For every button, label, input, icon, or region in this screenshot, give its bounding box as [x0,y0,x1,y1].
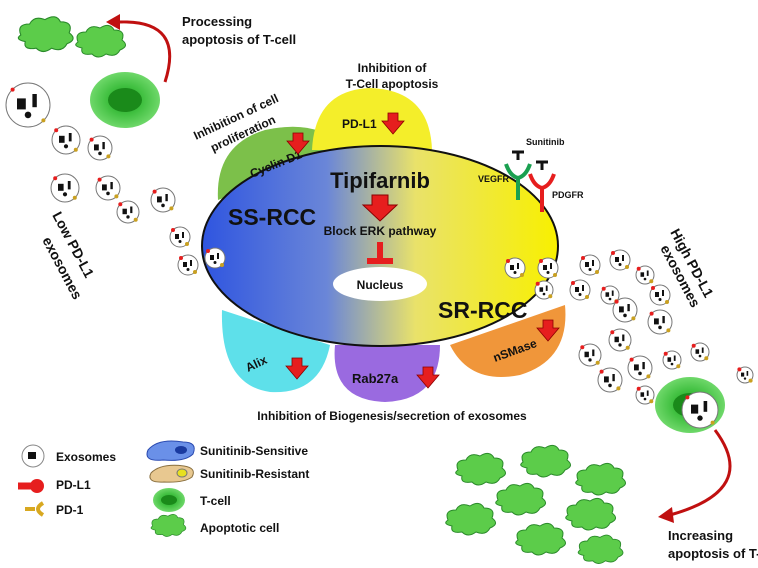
legend-pd1: PD-1 [56,503,84,517]
increasing-label-2: apoptosis of T-cell [668,546,758,561]
apoptotic-cell-icon [515,522,566,556]
vegfr-receptor-icon [504,163,532,200]
exosome-icon [5,82,51,128]
apoptotic-cell-icon [150,514,187,537]
exosome-icon [569,279,591,301]
exosome-icon [534,280,554,300]
sr-rcc-label: SR-RCC [438,297,527,323]
exosome-icon [537,257,559,279]
rab27a-lobe [334,345,440,402]
legend-sensitive: Sunitinib-Sensitive [200,444,308,458]
apoptotic-cell-icon [455,452,506,486]
exosome-icon [150,187,176,213]
legend-resistant: Sunitinib-Resistant [200,467,309,481]
down-arrow-icon [361,194,399,222]
exosome-icon [95,175,121,201]
pd-1-legend-icon [25,501,45,517]
legend-exosomes: Exosomes [56,450,116,464]
exosome-icon [169,226,191,248]
exosome-icon [649,284,671,306]
apoptotic-cell-icon [575,462,626,496]
exosome-icon [736,366,754,384]
exosome-icon [177,254,199,276]
pathway-label: Block ERK pathway [324,224,437,238]
exosome-icon [609,249,631,271]
curved-arrow-icon [119,20,172,83]
exosome-icon [635,385,655,405]
sunitinib-label: Sunitinib [526,137,565,147]
sensitive-cell-icon [146,440,195,461]
exosome-icon [579,254,601,276]
exosome-icon [597,367,623,393]
biogenesis-label: Inhibition of Biogenesis/secretion of ex… [257,409,527,423]
pdgfr-receptor-icon [528,173,556,212]
apoptotic-cell-icon [577,534,624,564]
exosome-icon [116,200,140,224]
ss-rcc-label: SS-RCC [228,204,316,230]
apoptotic-cell-icon [445,502,496,536]
inhibit-tcell-label-2: T-Cell apoptosis [346,77,439,91]
processing-label-2: apoptosis of T-cell [182,32,296,47]
lobe-rab-label: Rab27a [352,371,399,386]
curved-arrow-icon [669,429,732,517]
exosome-icon [627,355,653,381]
exosome-icon [681,391,719,429]
pdgfr-label: PDGFR [552,190,584,200]
exosome-icon [600,285,620,305]
apoptotic-cell-icon [17,16,74,53]
t-cell-nucleus [108,88,142,112]
inhibit-icon [367,242,393,264]
apoptotic-cell-icon [495,482,546,516]
apoptotic-cell-icon [75,24,126,58]
apoptotic-cell-icon [520,444,571,478]
inhibit-icon [512,150,548,170]
exosome-icon [647,309,673,335]
apoptotic-cell-icon [565,497,616,531]
exosome-icon [690,342,710,362]
exosome-icon [87,135,113,161]
nucleus [333,267,427,301]
inhibit-tcell-label: Inhibition of [358,61,428,75]
exosome-icon [662,350,682,370]
legend-apoptotic: Apoptotic cell [200,521,279,535]
exosome-icon [504,257,526,279]
lobe-pdl1-label: PD-L1 [342,117,377,131]
exosome-icon [635,265,655,285]
exosome-icon [608,328,632,352]
legend-pdl1: PD-L1 [56,478,91,492]
exosome-icon [578,343,602,367]
exosome-icon [204,247,226,269]
exosome-icon [612,297,638,323]
arrowhead-icon [658,507,674,523]
nsmase-lobe [450,305,566,377]
arrowhead-icon [106,14,120,30]
increasing-label: Increasing [668,528,733,543]
exosome-icon [50,173,80,203]
legend-tcell: T-cell [200,494,231,508]
drug-name: Tipifarnib [330,168,430,193]
processing-label: Processing [182,14,252,29]
pd-l1-lobe [312,88,432,150]
exosome-icon [51,125,81,155]
vegfr-label: VEGFR [478,174,510,184]
nucleus-label: Nucleus [357,278,404,292]
legend: Exosomes PD-L1 PD-1 Sunitinib-Sensitive … [18,440,309,537]
